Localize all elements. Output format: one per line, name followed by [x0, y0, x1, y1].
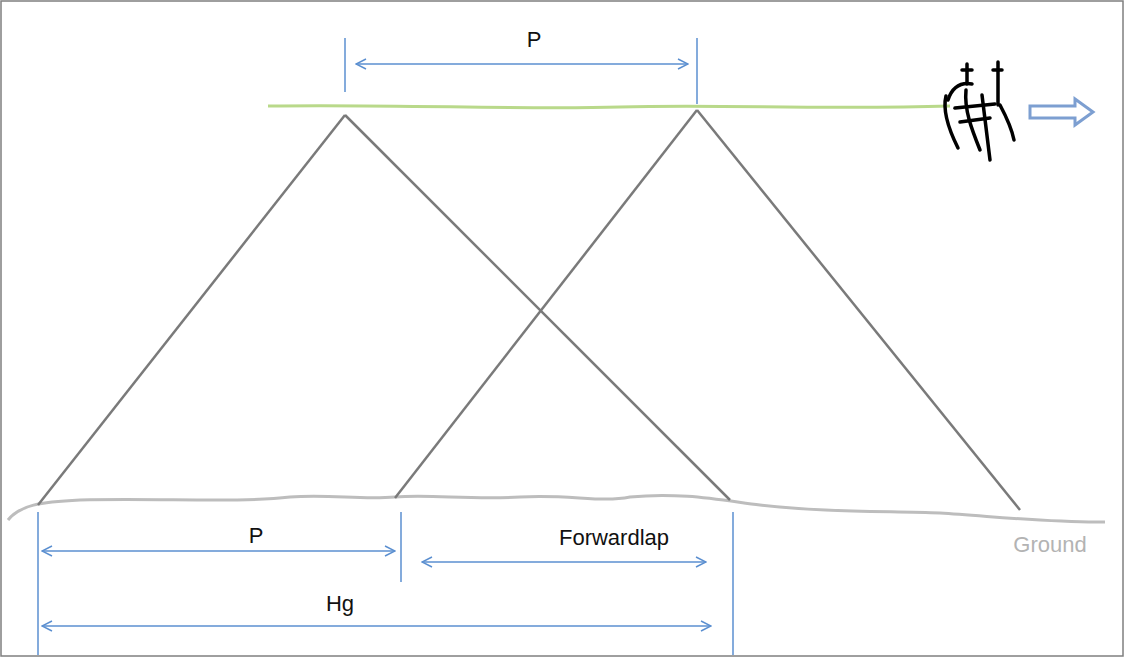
ground-line	[8, 495, 1105, 522]
dimension-label: Forwardlap	[559, 527, 669, 549]
ground-label: Ground	[1013, 534, 1086, 556]
flight-line	[268, 106, 950, 108]
dimension-label: P	[527, 29, 542, 51]
drone-icon	[945, 62, 1014, 160]
dimension-label: P	[249, 525, 264, 547]
camera-footprints	[38, 110, 1020, 510]
dimension-label: Hg	[326, 593, 354, 615]
dimension-lines	[38, 38, 733, 655]
direction-arrow	[1030, 99, 1093, 125]
